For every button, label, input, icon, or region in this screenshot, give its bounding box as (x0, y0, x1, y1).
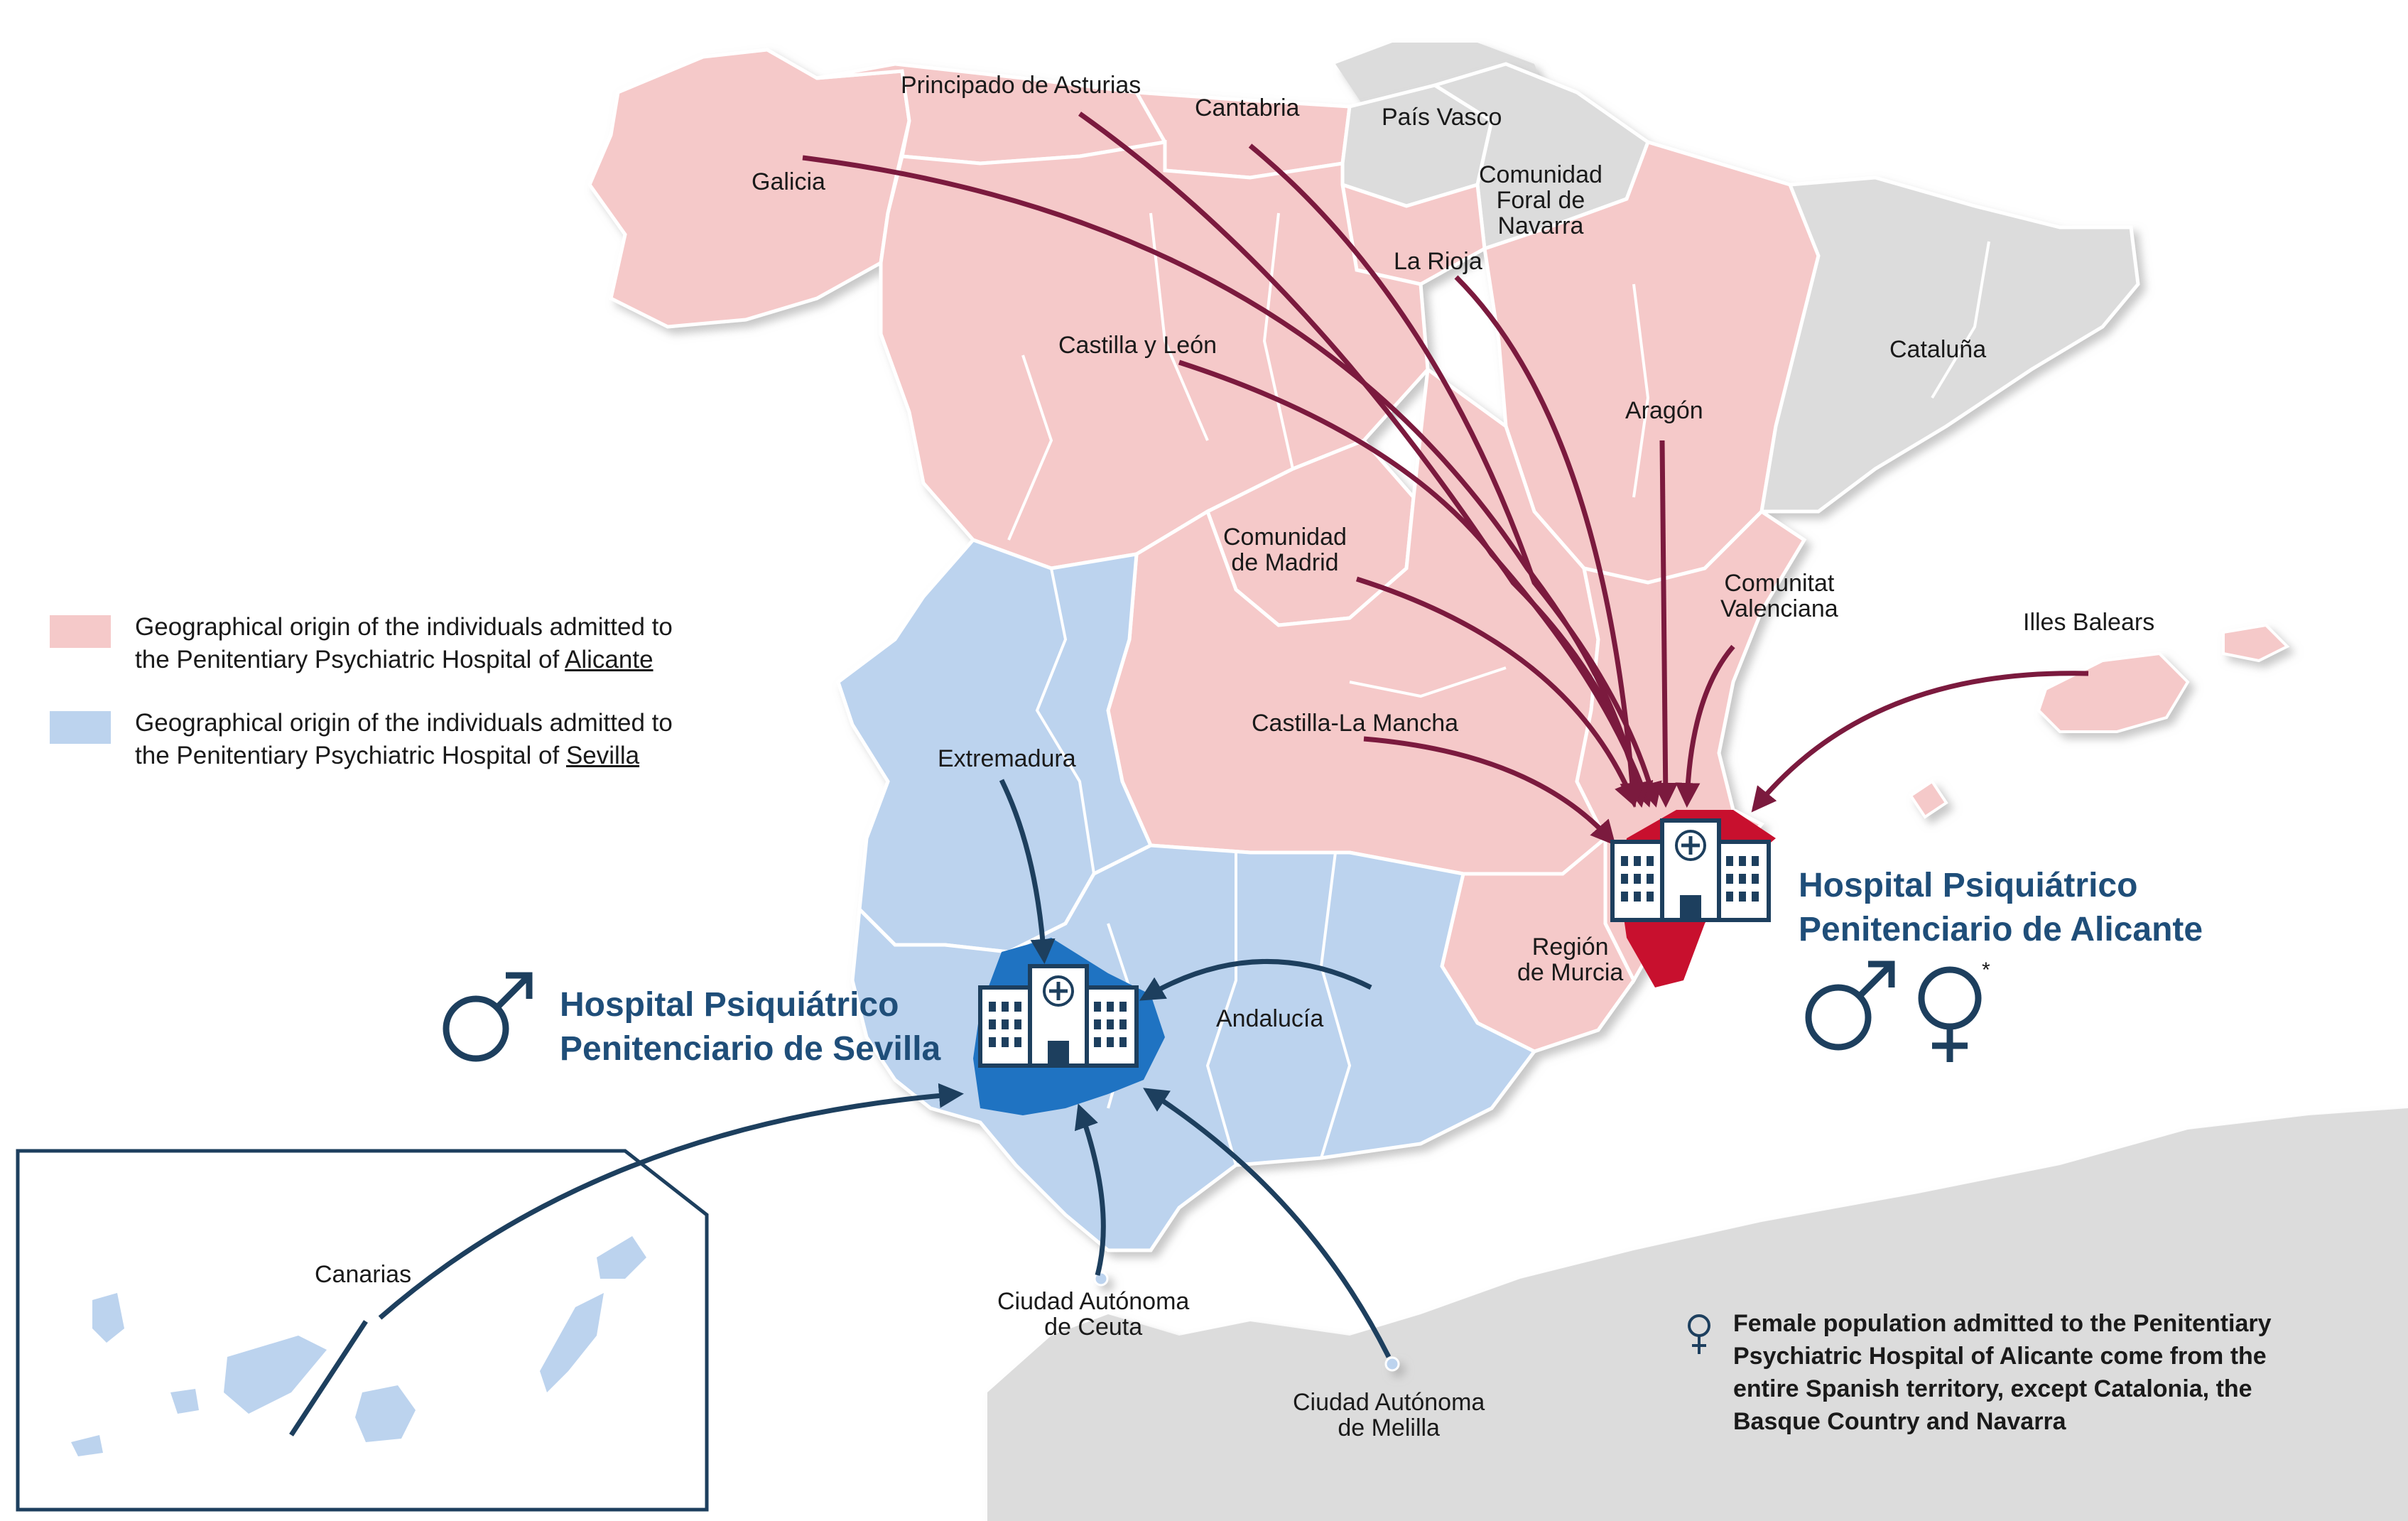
label-cantabria: Cantabria (1195, 94, 1300, 121)
arrow-andalucia (1139, 958, 1372, 1001)
legend-sevilla-prefix: the Penitentiary Psychiatric Hospital of (135, 742, 566, 769)
footnote-line3: entire Spanish territory, except Catalon… (1733, 1375, 2252, 1402)
female-symbol-icon (1918, 966, 1982, 1062)
label-castilla-leon: Castilla y León (1058, 332, 1217, 359)
label-madrid: Comunidad de Madrid (1223, 524, 1347, 575)
region-baleares-menorca (2222, 623, 2290, 663)
label-murcia-2: de Murcia (1517, 959, 1624, 986)
alicante-hospital-icon (1610, 818, 1771, 922)
label-ceuta-2: de Ceuta (1044, 1314, 1143, 1341)
canarias-line (289, 1320, 368, 1436)
label-asturias: Principado de Asturias (901, 72, 1141, 99)
island-gran-canaria (355, 1385, 416, 1442)
label-valenciana-1: Comunitat (1724, 570, 1835, 597)
island-fuerteventura (540, 1293, 604, 1392)
label-melilla-2: de Melilla (1338, 1414, 1440, 1441)
label-extremadura: Extremadura (938, 745, 1076, 772)
label-canarias: Canarias (315, 1261, 412, 1288)
label-ceuta: Ciudad Autónoma de Ceuta (997, 1289, 1189, 1340)
label-andalucia: Andalucía (1216, 1005, 1324, 1032)
label-baleares: Illes Balears (2023, 609, 2155, 636)
legend-alicante-prefix: the Penitentiary Psychiatric Hospital of (135, 646, 565, 673)
label-navarra: Comunidad Foral de Navarra (1479, 162, 1602, 239)
label-melilla: Ciudad Autónoma de Melilla (1293, 1390, 1485, 1441)
footnote-line1: Female population admitted to the Penite… (1733, 1310, 2272, 1337)
arrow-valenciana (1675, 644, 1735, 808)
label-madrid-2: de Madrid (1231, 549, 1339, 576)
sevilla-title-line2: Penitenciario de Sevilla (560, 1030, 941, 1068)
arrow-la-rioja (1454, 275, 1645, 808)
alicante-title-line2: Penitenciario de Alicante (1799, 911, 2203, 948)
legend-text-sevilla: Geographical origin of the individuals a… (135, 707, 673, 772)
label-navarra-2: Foral de (1496, 187, 1585, 214)
label-valenciana: Comunitat Valenciana (1720, 570, 1838, 622)
arrow-galicia (802, 155, 1650, 808)
region-baleares-mallorca (2037, 651, 2190, 733)
island-la-palma (92, 1293, 124, 1343)
arrow-cantabria (1248, 144, 1662, 808)
alicante-title-line1: Hospital Psiquiátrico (1799, 867, 2138, 904)
arrow-madrid (1355, 576, 1638, 808)
label-melilla-1: Ciudad Autónoma (1293, 1389, 1485, 1416)
label-castilla-mancha: Castilla-La Mancha (1252, 710, 1459, 737)
legend-swatch-sevilla (50, 711, 111, 744)
label-murcia-1: Región (1531, 933, 1609, 960)
female-asterisk: * (1982, 958, 1990, 982)
alicante-hospital-title: Hospital Psiquiátrico Penitenciario de A… (1799, 864, 2203, 952)
legend-swatch-alicante (50, 615, 111, 648)
male-symbol-icon (1805, 960, 1895, 1051)
female-symbol-icon (1688, 1314, 1710, 1354)
footnote-line2: Psychiatric Hospital of Alicante come fr… (1733, 1343, 2267, 1370)
footnote: Female population admitted to the Penite… (1733, 1307, 2272, 1438)
arrow-ceuta (1074, 1103, 1106, 1276)
legend-sevilla-link: Sevilla (565, 742, 640, 769)
arrow-castilla-leon (1178, 359, 1650, 808)
label-aragon: Aragón (1625, 397, 1703, 424)
label-ceuta-1: Ciudad Autónoma (997, 1288, 1190, 1315)
region-galicia (587, 48, 911, 329)
sevilla-title-line1: Hospital Psiquiátrico (560, 986, 899, 1024)
region-baleares-ibiza (1909, 779, 1948, 819)
label-navarra-1: Comunidad (1479, 161, 1602, 188)
sevilla-hospital-title: Hospital Psiquiátrico Penitenciario de S… (560, 983, 940, 1071)
ceuta-marker (1093, 1271, 1109, 1287)
legend-sevilla-line1: Geographical origin of the individuals a… (135, 709, 673, 737)
sevilla-hospital-icon (978, 964, 1139, 1068)
footnote-line4: Basque Country and Navarra (1733, 1408, 2066, 1435)
arrow-melilla (1143, 1088, 1392, 1358)
legend-alicante-line1: Geographical origin of the individuals a… (135, 613, 673, 641)
label-valenciana-2: Valenciana (1720, 595, 1838, 622)
arrow-asturias (1078, 112, 1654, 808)
island-hierro (71, 1435, 103, 1456)
legend-text-alicante: Geographical origin of the individuals a… (135, 611, 673, 676)
label-murcia: Región de Murcia (1517, 934, 1623, 985)
arrow-canarias (378, 1083, 964, 1320)
label-la-rioja: La Rioja (1394, 248, 1482, 275)
island-lanzarote (597, 1236, 646, 1279)
island-tenerife (224, 1336, 327, 1414)
arrow-aragon (1653, 440, 1678, 808)
label-navarra-3: Navarra (1497, 212, 1584, 239)
island-gomera (170, 1389, 199, 1414)
label-galicia: Galicia (752, 168, 825, 195)
legend-alicante-link: Alicante (565, 646, 653, 673)
region-cataluna (1759, 175, 2140, 514)
label-pais-vasco: País Vasco (1382, 104, 1502, 131)
arrow-baleares (1751, 671, 2089, 813)
alicante-arrows (802, 112, 2089, 846)
male-symbol-icon (443, 972, 533, 1062)
arrow-castilla-mancha (1363, 736, 1616, 846)
sevilla-arrows (289, 779, 1392, 1436)
label-cataluna: Cataluña (1889, 336, 1987, 363)
melilla-marker (1384, 1356, 1400, 1372)
arrow-extremadura (999, 779, 1056, 964)
label-madrid-1: Comunidad (1223, 524, 1347, 551)
